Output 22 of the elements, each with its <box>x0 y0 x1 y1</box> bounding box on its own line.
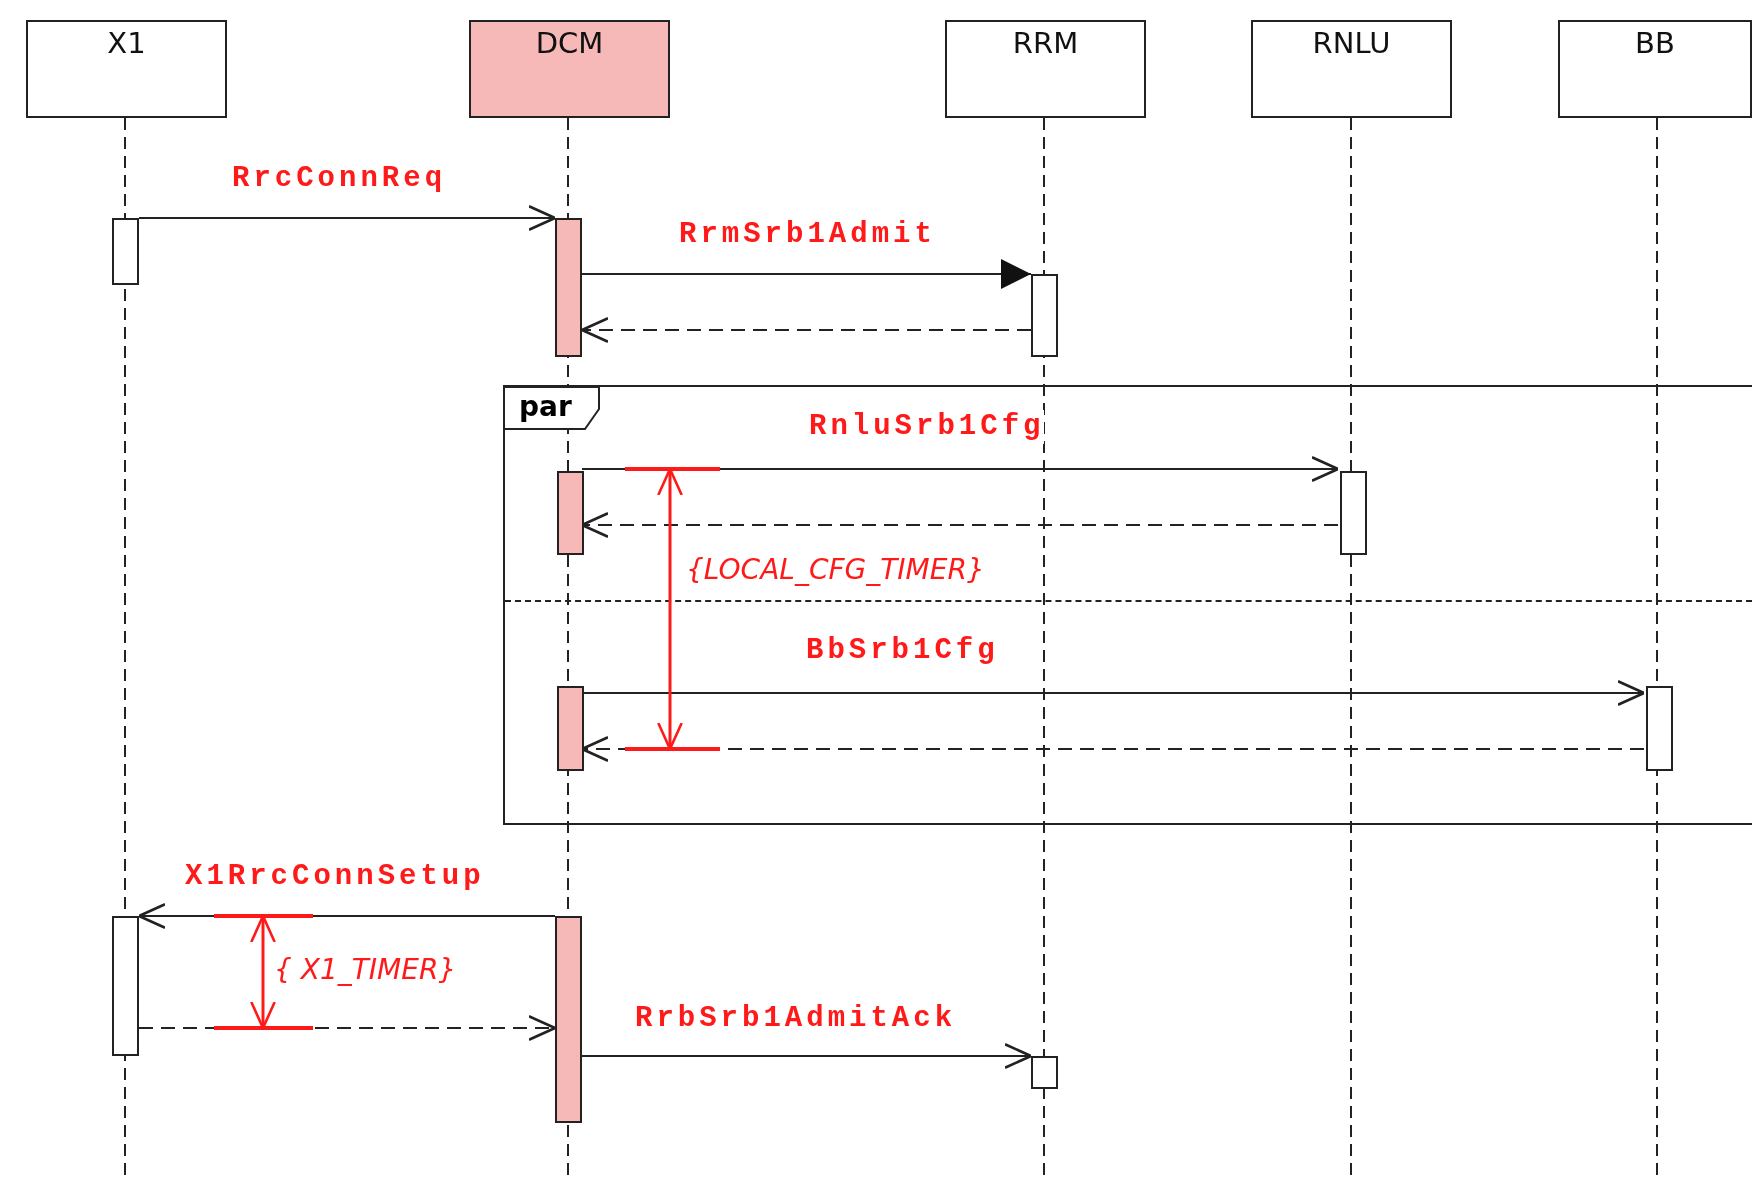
message-arrow <box>581 1043 1033 1069</box>
fragment-operator: par <box>519 389 572 425</box>
message-label: RnluSrb1Cfg <box>809 410 1045 444</box>
activation-bar <box>1031 1056 1058 1089</box>
activation-bar <box>1340 471 1367 555</box>
activation-bar <box>112 916 139 1056</box>
lifeline-head-box: X1 <box>26 20 227 118</box>
activation-bar <box>555 218 582 357</box>
lifeline-head-box: RNLU <box>1251 20 1452 118</box>
message-arrow <box>138 205 557 231</box>
activation-bar <box>1646 686 1673 771</box>
activation-bar <box>1031 274 1058 357</box>
return-message-arrow <box>580 317 1032 343</box>
activation-bar <box>557 471 584 555</box>
message-arrow <box>581 680 1646 706</box>
message-arrow <box>581 259 1032 289</box>
lifeline-head-box: BB <box>1558 20 1752 118</box>
activation-bar <box>112 218 139 285</box>
activation-bar <box>555 916 582 1123</box>
lifeline-head-box: DCM <box>469 20 670 118</box>
lifeline-head-box: RRM <box>945 20 1146 118</box>
activation-bar <box>557 686 584 771</box>
